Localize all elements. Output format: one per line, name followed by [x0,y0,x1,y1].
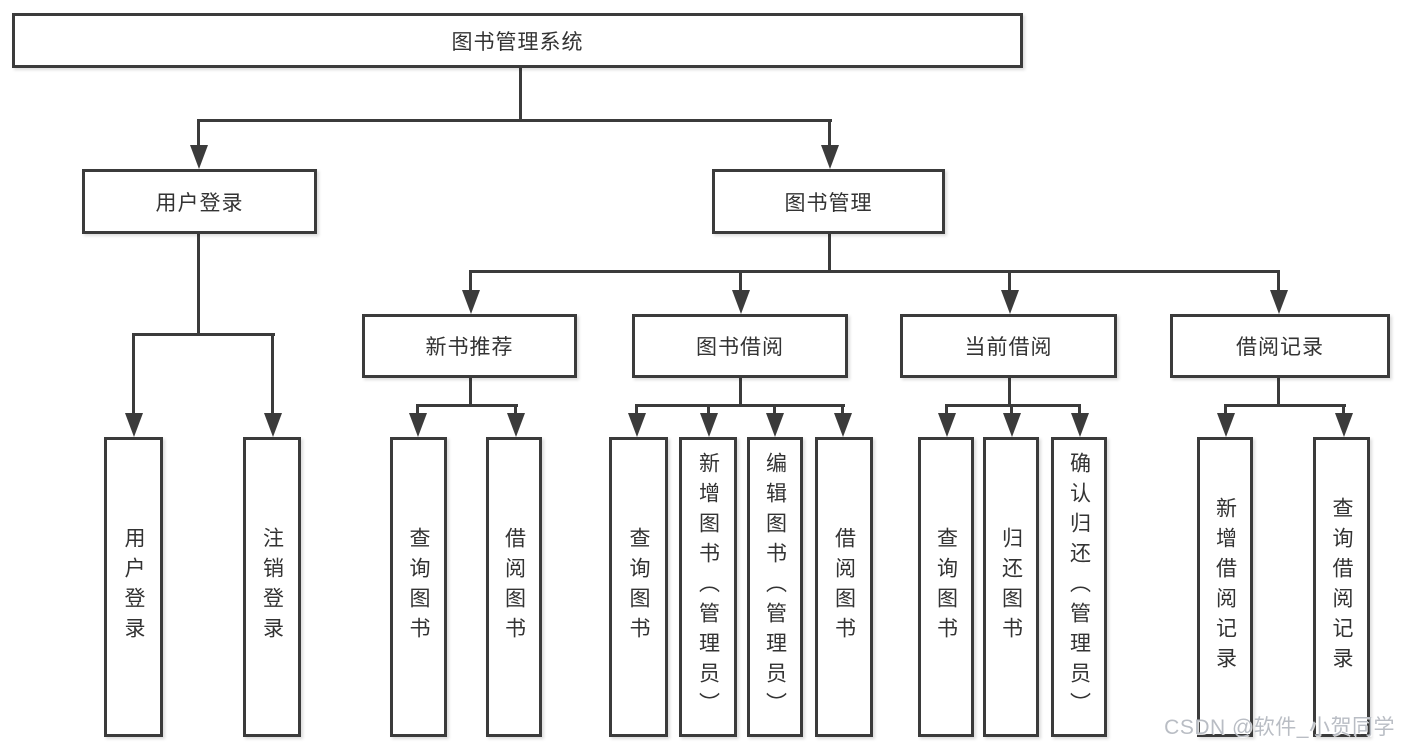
leaf-bb-add-book-admin-label: 新增图书（管理员） [696,452,720,722]
node-current-borrow: 当前借阅 [900,314,1117,378]
leaf-bb-query-book: 查询图书 [609,437,668,737]
leaf-bb-borrow-book-label: 借阅图书 [832,527,856,647]
leaf-bb-edit-book-admin-label: 编辑图书（管理员） [763,452,787,722]
watermark: CSDN @软件_小贺同学 [1164,716,1395,739]
connector-stem-book-management [828,119,831,149]
connector-stem-current-borrow [1008,270,1011,294]
leaf-cb-return-book-label: 归还图书 [999,527,1023,647]
connector-book-management-down [828,232,831,273]
connector-drop-logout-leaf [271,333,274,417]
connector-user-login-bracket [132,333,275,336]
connector-new-book-bracket [416,404,518,407]
leaf-bb-add-book-admin: 新增图书（管理员） [679,437,737,737]
leaf-bb-edit-book-admin: 编辑图书（管理员） [747,437,803,737]
arrowhead-cb-return [1003,413,1021,437]
connector-stem-borrow-record [1277,270,1280,294]
connector-book-borrow-down [739,376,742,407]
node-book-borrow-label: 图书借阅 [696,336,784,359]
arrowhead-br-query [1335,413,1353,437]
connector-user-login-down [197,231,200,336]
leaf-cb-confirm-return-admin: 确认归还（管理员） [1051,437,1107,737]
arrowhead-bb-borrow [834,413,852,437]
arrowhead-nb-query [409,413,427,437]
node-book-borrow: 图书借阅 [632,314,848,378]
arrowhead-new-book [462,290,480,314]
node-user-login-label: 用户登录 [155,191,244,215]
leaf-user-login: 用户登录 [104,437,163,737]
arrowhead-bb-edit [766,413,784,437]
node-current-borrow-label: 当前借阅 [964,336,1053,359]
node-book-management: 图书管理 [712,169,945,234]
arrowhead-borrow-record [1270,290,1288,314]
connector-level3-branch [469,270,1280,273]
leaf-nb-borrow-book: 借阅图书 [486,437,542,737]
connector-drop-bb-query [635,404,638,417]
arrowhead-book-management [821,145,839,169]
connector-new-book-down [469,376,472,407]
leaf-br-query-record-label: 查询借阅记录 [1330,497,1353,677]
connector-stem-book-borrow [739,270,742,294]
connector-root-trunk [519,66,522,122]
leaf-bb-borrow-book: 借阅图书 [815,437,873,737]
node-borrow-record-label: 借阅记录 [1236,336,1324,359]
node-library-system: 图书管理系统 [12,13,1023,68]
leaf-logout-label: 注销登录 [260,527,284,647]
connector-drop-bb-edit [773,404,776,417]
leaf-bb-query-book-label: 查询图书 [627,527,650,647]
connector-drop-br-query [1342,404,1345,417]
connector-borrow-record-down [1277,376,1280,407]
arrowhead-nb-borrow [507,413,525,437]
leaf-br-add-record-label: 新增借阅记录 [1213,497,1237,677]
connector-drop-nb-borrow [514,404,517,417]
connector-level2-branch [197,119,832,122]
arrowhead-br-add [1217,413,1235,437]
arrowhead-user-login [190,145,208,169]
connector-stem-user-login [197,119,200,149]
node-book-management-label: 图书管理 [784,191,873,215]
connector-drop-user-login-leaf [132,333,135,417]
leaf-cb-query-book: 查询图书 [918,437,974,737]
leaf-cb-confirm-return-admin-label: 确认归还（管理员） [1067,452,1091,722]
connector-drop-bb-add [707,404,710,417]
arrowhead-cb-confirm [1071,413,1089,437]
leaf-cb-query-book-label: 查询图书 [934,527,958,647]
connector-drop-nb-query [416,404,419,417]
connector-current-borrow-down [1008,376,1011,407]
node-borrow-record: 借阅记录 [1170,314,1390,378]
node-user-login: 用户登录 [82,169,317,234]
leaf-nb-borrow-book-label: 借阅图书 [502,527,526,647]
arrowhead-bb-add [700,413,718,437]
arrowhead-cb-query [938,413,956,437]
connector-current-borrow-bracket [945,404,1081,407]
leaf-br-add-record: 新增借阅记录 [1197,437,1253,737]
leaf-nb-query-book: 查询图书 [390,437,447,737]
arrowhead-logout-leaf [264,413,282,437]
connector-drop-cb-return [1010,404,1013,417]
arrowhead-bb-query [628,413,646,437]
leaf-logout: 注销登录 [243,437,301,737]
node-library-system-label: 图书管理系统 [451,30,584,54]
connector-drop-br-add [1224,404,1227,417]
connector-drop-cb-confirm [1078,404,1081,417]
node-new-book-recommend: 新书推荐 [362,314,577,378]
leaf-cb-return-book: 归还图书 [983,437,1039,737]
leaf-user-login-label: 用户登录 [122,527,145,647]
node-new-book-recommend-label: 新书推荐 [425,336,514,359]
connector-book-borrow-bracket [635,404,845,407]
connector-drop-cb-query [945,404,948,417]
connector-drop-bb-borrow [841,404,844,417]
connector-stem-new-book [469,270,472,294]
arrowhead-book-borrow [732,290,750,314]
leaf-br-query-record: 查询借阅记录 [1313,437,1370,737]
connector-borrow-record-bracket [1224,404,1346,407]
arrowhead-current-borrow [1001,290,1019,314]
arrowhead-user-login-leaf [125,413,143,437]
leaf-nb-query-book-label: 查询图书 [407,527,430,647]
